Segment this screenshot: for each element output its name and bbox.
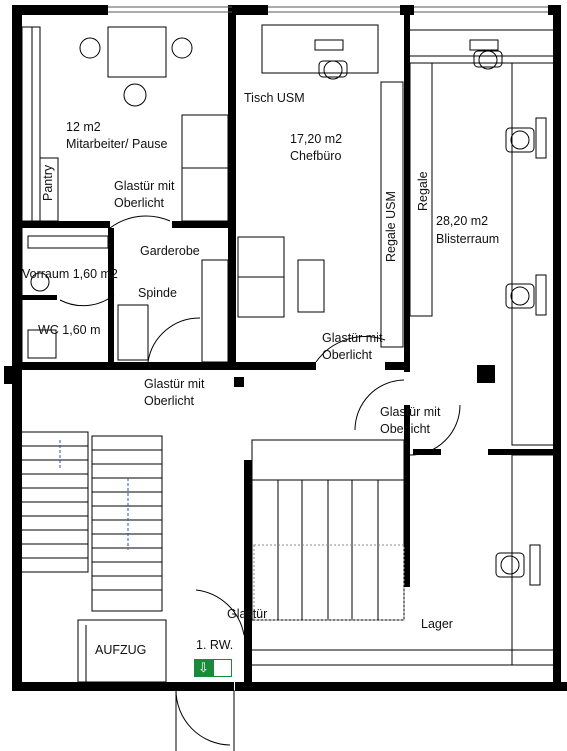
regale-usm-label: Regale USM xyxy=(384,191,398,262)
workstations xyxy=(314,39,547,586)
garderobe-label: Garderobe xyxy=(140,244,200,258)
aufzug-label: AUFZUG xyxy=(95,643,147,657)
blisterraum-area: 28,20 m2 xyxy=(436,214,489,228)
door-label-blister-line1: Glastür mit xyxy=(380,405,441,419)
regale-label: Regale xyxy=(416,171,430,211)
door-label-blister-line2: Oberlicht xyxy=(380,422,431,436)
door-label-corridor-line1: Glastür mit xyxy=(144,377,205,391)
exit-figure-icon xyxy=(213,659,232,677)
vorraum-label: Vorraum 1,60 m2 xyxy=(22,267,118,281)
interior-walls xyxy=(12,15,560,682)
emergency-exit-icon: ⇩ xyxy=(194,659,232,677)
door-label-lager: Glastür xyxy=(227,607,268,621)
chefbuero-area: 17,20 m2 xyxy=(290,132,343,146)
door-label-chef-line1: Glastür mit xyxy=(322,331,383,345)
mitarbeiter-name: Mitarbeiter/ Pause xyxy=(66,137,168,151)
blisterraum-name: Blisterraum xyxy=(436,232,500,246)
tisch-usm-label: Tisch USM xyxy=(244,91,305,105)
wc-label: WC 1,60 m xyxy=(38,323,101,337)
mitarbeiter-area: 12 m2 xyxy=(66,120,101,134)
chefbuero-name: Chefbüro xyxy=(290,149,342,163)
door-label-mitarbeiter-line1: Glastür mit xyxy=(114,179,175,193)
pantry-label: Pantry xyxy=(41,164,55,201)
furniture-outlines xyxy=(17,24,555,751)
stair-arrows xyxy=(59,440,129,550)
exit-arrow-icon: ⇩ xyxy=(194,659,213,677)
door-label-corridor-line2: Oberlicht xyxy=(144,394,195,408)
outer-walls xyxy=(4,5,567,691)
door-label-mitarbeiter-line2: Oberlicht xyxy=(114,196,165,210)
escape-route-label: 1. RW. xyxy=(196,638,234,652)
windows xyxy=(108,6,548,13)
lager-label: Lager xyxy=(421,617,453,631)
lager-dashed-area xyxy=(253,544,405,621)
spinde-label: Spinde xyxy=(138,286,177,300)
door-label-chef-line2: Oberlicht xyxy=(322,348,373,362)
